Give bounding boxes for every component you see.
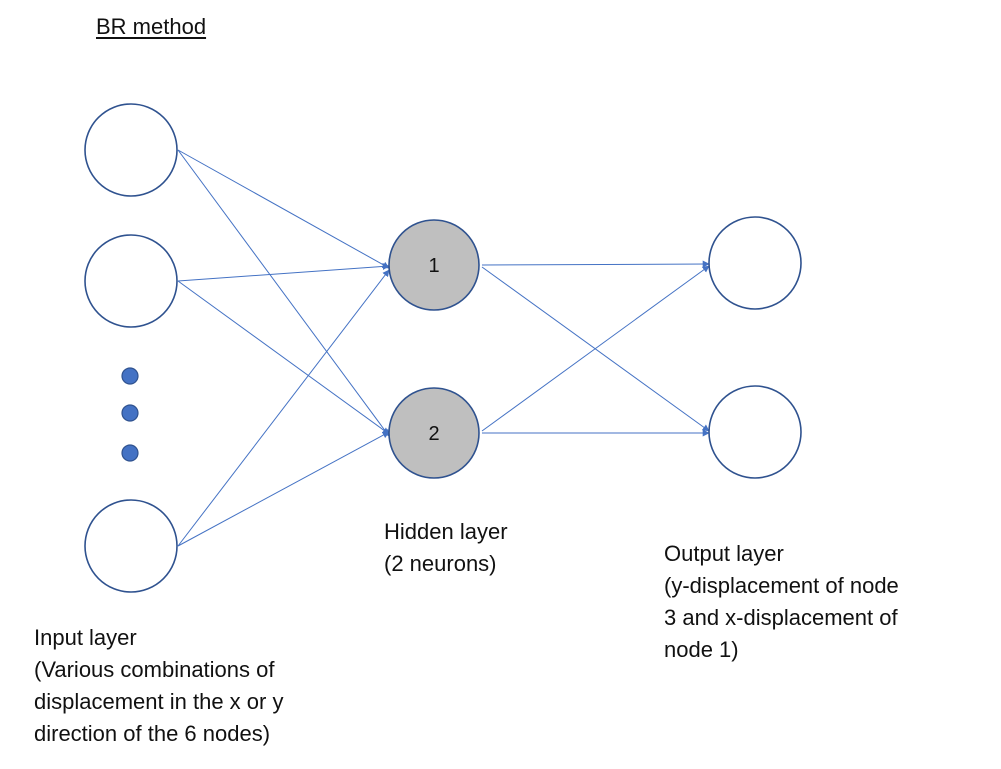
hidden-layer-line: Hidden layer [384, 519, 508, 544]
input-node [84, 234, 178, 328]
edge-in3-h2 [177, 431, 390, 547]
output-node [708, 216, 802, 310]
edges-hidden-output [481, 260, 710, 437]
output-layer-line: 3 and x-displacement of [664, 605, 898, 630]
input-node [84, 499, 178, 593]
ellipsis-dot [121, 404, 139, 422]
hidden-node-1-label: 1 [428, 255, 439, 277]
output-layer-label: Output layer (y-displacement of node 3 a… [664, 538, 899, 666]
input-layer-line: direction of the 6 nodes) [34, 721, 271, 746]
hidden-node-2 [388, 387, 480, 479]
input-node [84, 103, 178, 197]
diagram-title: BR method [96, 14, 207, 39]
input-layer-label: Input layer (Various combinations of dis… [34, 622, 283, 750]
edge-in3-h1 [177, 269, 390, 547]
output-layer-line: Output layer [664, 541, 784, 566]
output-node [708, 385, 802, 479]
output-layer-line: (y-displacement of node [664, 573, 899, 598]
edge-h1-o1 [481, 260, 710, 268]
output-layer-line: node 1) [664, 637, 739, 662]
input-layer-line: displacement in the x or y [34, 689, 284, 714]
edges-input-hidden [177, 149, 390, 547]
ellipsis-dot [121, 444, 139, 462]
input-layer-line: Input layer [34, 625, 137, 650]
ellipsis-dot [121, 367, 139, 385]
edge-in2-h1 [177, 262, 390, 282]
hidden-node-2-label: 2 [428, 423, 439, 445]
edge-h2-o1 [481, 265, 710, 432]
hidden-node-1 [388, 219, 480, 311]
edge-in1-h1 [177, 149, 390, 269]
edge-in2-h2 [177, 280, 390, 435]
hidden-layer-line: (2 neurons) [384, 551, 497, 576]
input-layer-line: (Various combinations of [34, 657, 275, 682]
hidden-layer-label: Hidden layer (2 neurons) [384, 516, 508, 580]
edge-in1-h2 [177, 149, 390, 437]
